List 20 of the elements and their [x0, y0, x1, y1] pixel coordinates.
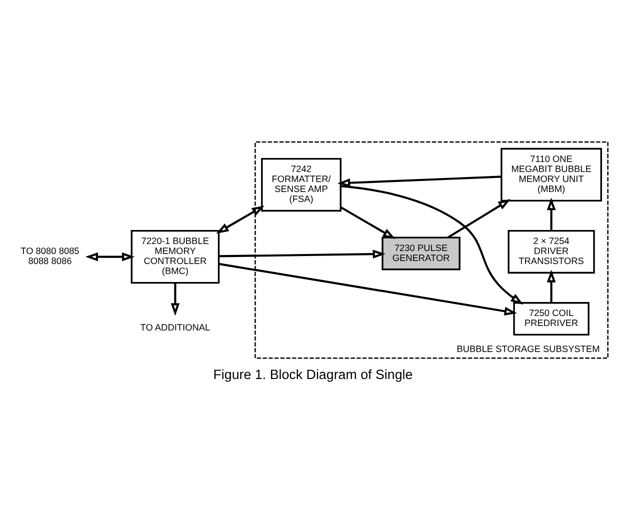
arrow	[218, 262, 517, 316]
arrow	[170, 282, 180, 316]
arrow	[216, 205, 264, 234]
arrow	[218, 249, 386, 258]
arrow	[340, 206, 396, 239]
node-box: 7220-1 BUBBLE MEMORY CONTROLLER (BMC)	[130, 230, 220, 284]
arrow	[85, 252, 135, 261]
arrow	[337, 175, 502, 187]
arrow	[447, 198, 511, 238]
node-box: 7110 ONE MEGABIT BUBBLE MEMORY UNIT (MBM)	[500, 147, 602, 202]
caption: Figure 1. Block Diagram of Single	[213, 366, 413, 382]
node-box: 7230 PULSE GENERATOR	[382, 236, 460, 270]
node-box: 7250 COIL PREDRIVER	[513, 302, 590, 336]
node-box: 2 × 7254 DRIVER TRANSISTORS	[508, 230, 595, 274]
arrow	[340, 184, 524, 304]
arrow	[546, 197, 556, 230]
node-text: TO ADDITIONAL	[140, 322, 210, 332]
arrow	[546, 269, 556, 302]
node-text: TO 8080 8085 8088 8086	[20, 246, 80, 266]
node-box: 7242 FORMATTER/ SENSE AMP (FSA)	[261, 157, 342, 212]
